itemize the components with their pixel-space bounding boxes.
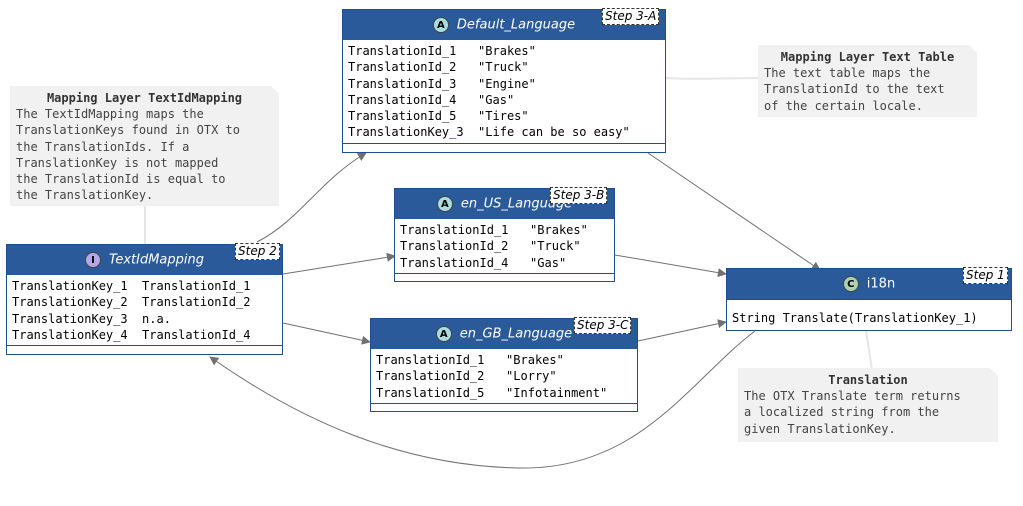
arrow-i18n-to-textidmapping [209, 330, 756, 469]
arrow-textidmapping-to-en-us [282, 252, 396, 275]
class-fields: TranslationKey_1 TranslationId_1 Transla… [7, 275, 282, 345]
arrow-default-to-i18n [647, 152, 821, 271]
interface-icon: I [85, 252, 101, 268]
class-row: TranslationId_4 "Gas" [400, 255, 567, 270]
arrow-en-us-to-i18n [614, 254, 727, 278]
class-row: TranslationKey_1 TranslationId_1 [12, 279, 251, 293]
class-title: en_US_Language [460, 196, 573, 212]
step-label: Step 3-A [602, 8, 660, 25]
class-row: TranslationKey_3 n.a. [12, 311, 171, 326]
step-label: Step 3-C [574, 317, 632, 334]
note-title: Mapping Layer TextIdMapping [46, 91, 243, 105]
abstract-class-icon: A [436, 196, 453, 212]
class-row: TranslationId_3 "Engine" [348, 76, 536, 91]
class-row: TranslationId_5 "Tires" [348, 109, 529, 124]
abstract-class-icon: A [435, 326, 452, 342]
class-row: TranslationKey_4 TranslationId_4 [12, 327, 251, 342]
abstract-class-icon: A [432, 17, 449, 33]
class-row: TranslationId_2 "Truck" [348, 60, 529, 75]
note-anchor-text-table [665, 77, 759, 80]
class-title: en_GB_Language [459, 326, 573, 342]
class-title: TextIdMapping [109, 252, 204, 268]
note-text-table: Mapping Layer Text Table The text table … [758, 45, 977, 117]
class-methods: String Translate(TranslationKey_1) [727, 308, 1011, 328]
class-fields-section [727, 299, 1011, 308]
class-text-id-mapping[interactable]: I TextIdMapping TranslationKey_1 Translat… [6, 244, 283, 355]
note-title: Mapping Layer Text Table [780, 50, 955, 64]
arrow-textidmapping-to-default [256, 152, 367, 243]
class-methods-section [395, 272, 614, 282]
class-row: TranslationKey_2 TranslationId_2 [12, 295, 251, 310]
class-icon: C [842, 276, 859, 292]
arrow-en-gb-to-i18n [637, 319, 727, 342]
step-label: Step 3-B [550, 187, 608, 204]
class-default-language[interactable]: A Default_Language TranslationId_1 "Brake… [342, 9, 666, 153]
step-label: Step 2 [235, 243, 280, 260]
class-row: TranslationId_5 "Infotainment" [376, 385, 608, 400]
class-method: String Translate(TranslationKey_1) [732, 311, 978, 325]
arrow-textidmapping-to-en-gb [282, 322, 371, 345]
note-translation: Translation The OTX Translate term retur… [738, 368, 998, 442]
class-methods-section [7, 345, 282, 354]
class-methods-section [343, 142, 665, 152]
class-fields: TranslationId_1 "Brakes" TranslationId_2… [343, 40, 665, 143]
note-body: The OTX Translate term returns a localiz… [744, 389, 961, 436]
note-title: Translation [828, 373, 908, 387]
class-title: Default_Language [456, 17, 576, 33]
class-title: i18n [866, 276, 896, 292]
class-fields: TranslationId_1 "Brakes" TranslationId_2… [395, 219, 614, 273]
class-row: TranslationId_1 "Brakes" [400, 223, 588, 237]
note-body: The TextIdMapping maps the TranslationKe… [16, 107, 240, 203]
class-row: TranslationId_1 "Brakes" [348, 44, 536, 58]
class-row: TranslationId_2 "Lorry" [376, 369, 557, 384]
class-fields: TranslationId_1 "Brakes" TranslationId_2… [371, 349, 637, 403]
note-anchor-translation [865, 329, 873, 371]
class-row: TranslationKey_3 "Life can be so easy" [348, 125, 630, 140]
step-label: Step 1 [963, 267, 1008, 284]
class-row: TranslationId_1 "Brakes" [376, 353, 564, 367]
class-methods-section [371, 402, 637, 412]
note-text-id-mapping: Mapping Layer TextIdMapping The TextIdMa… [10, 86, 279, 206]
class-row: TranslationId_4 "Gas" [348, 92, 515, 107]
class-row: TranslationId_2 "Truck" [400, 239, 581, 254]
note-body: The text table maps the TranslationId to… [764, 66, 945, 113]
